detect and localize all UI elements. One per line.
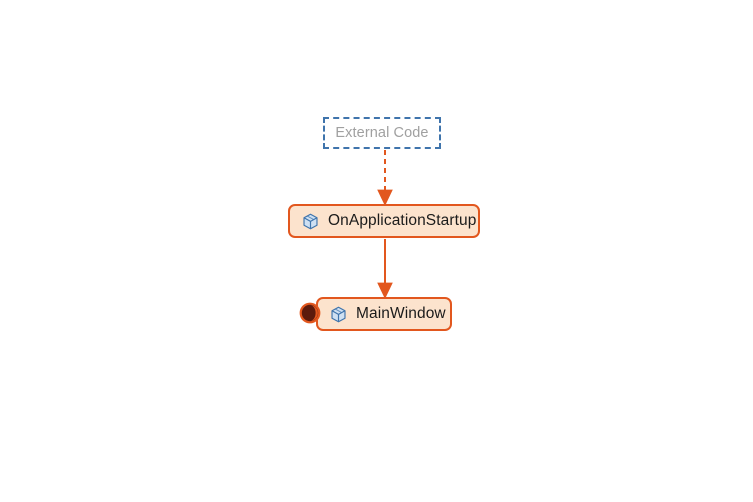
cube-icon xyxy=(303,213,318,229)
node-on-application-startup-label: OnApplicationStartup xyxy=(328,212,477,229)
node-external-code[interactable]: External Code xyxy=(323,117,441,149)
cube-icon xyxy=(331,306,346,322)
node-on-application-startup[interactable]: OnApplicationStartup xyxy=(288,204,480,238)
current-frame-marker-icon xyxy=(299,302,321,324)
node-external-code-label: External Code xyxy=(335,125,429,141)
node-main-window-label: MainWindow xyxy=(356,305,446,322)
node-main-window[interactable]: MainWindow xyxy=(316,297,452,331)
